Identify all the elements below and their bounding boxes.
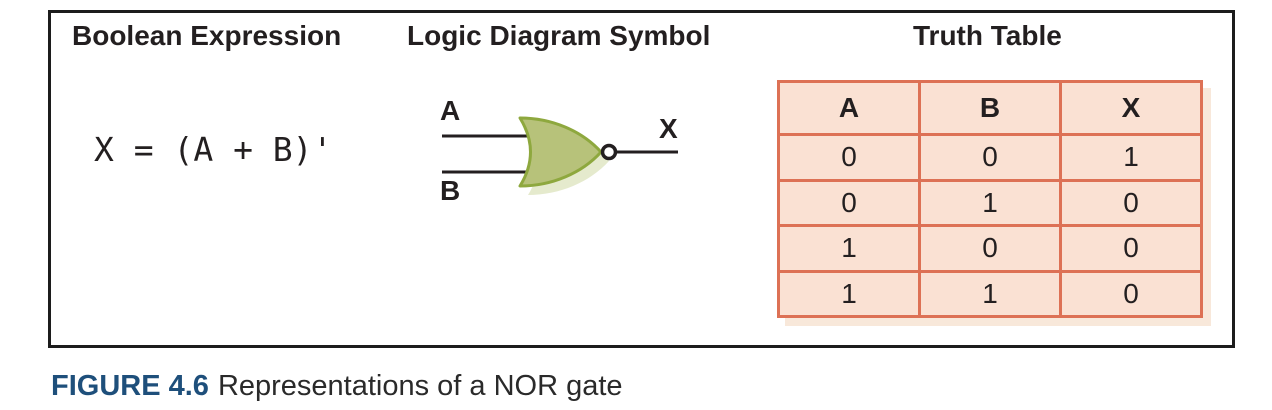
truth-table-col-header: X [1062, 83, 1200, 133]
truth-table-cell: 0 [1062, 181, 1200, 224]
gate-body [518, 116, 603, 188]
truth-table-cell: 1 [921, 272, 1059, 315]
truth-table-cell: 1 [1062, 136, 1200, 179]
truth-table-header: Truth Table [913, 20, 1062, 51]
truth-table-col-header: A [780, 83, 918, 133]
truth-table-cell: 1 [921, 181, 1059, 224]
truth-table-cell: 0 [921, 227, 1059, 270]
truth-table-col-header: B [921, 83, 1059, 133]
truth-table-cell: 1 [780, 272, 918, 315]
logic-diagram-symbol-header: Logic Diagram Symbol [407, 20, 711, 51]
truth-table-cell: 0 [1062, 272, 1200, 315]
boolean-expression: X = (A + B)' [94, 130, 333, 169]
figure-caption-label: FIGURE 4.6 [51, 370, 209, 402]
nor-gate-symbol [442, 116, 678, 195]
boolean-expression-header: Boolean Expression [72, 20, 342, 51]
gate-input-label-b: B [440, 175, 461, 206]
truth-table: A B X 0 0 1 0 1 0 1 0 0 1 1 0 [777, 80, 1203, 318]
truth-table-cell: 0 [780, 136, 918, 179]
truth-table-cell: 0 [780, 181, 918, 224]
gate-input-label-a: A [440, 95, 461, 126]
figure-caption-text: Representations of a NOR gate [217, 370, 623, 402]
gate-output-label-x: X [659, 113, 678, 144]
truth-table-cell: 1 [780, 227, 918, 270]
inversion-bubble-icon [600, 143, 618, 161]
truth-table-cell: 0 [921, 136, 1059, 179]
truth-table-cell: 0 [1062, 227, 1200, 270]
